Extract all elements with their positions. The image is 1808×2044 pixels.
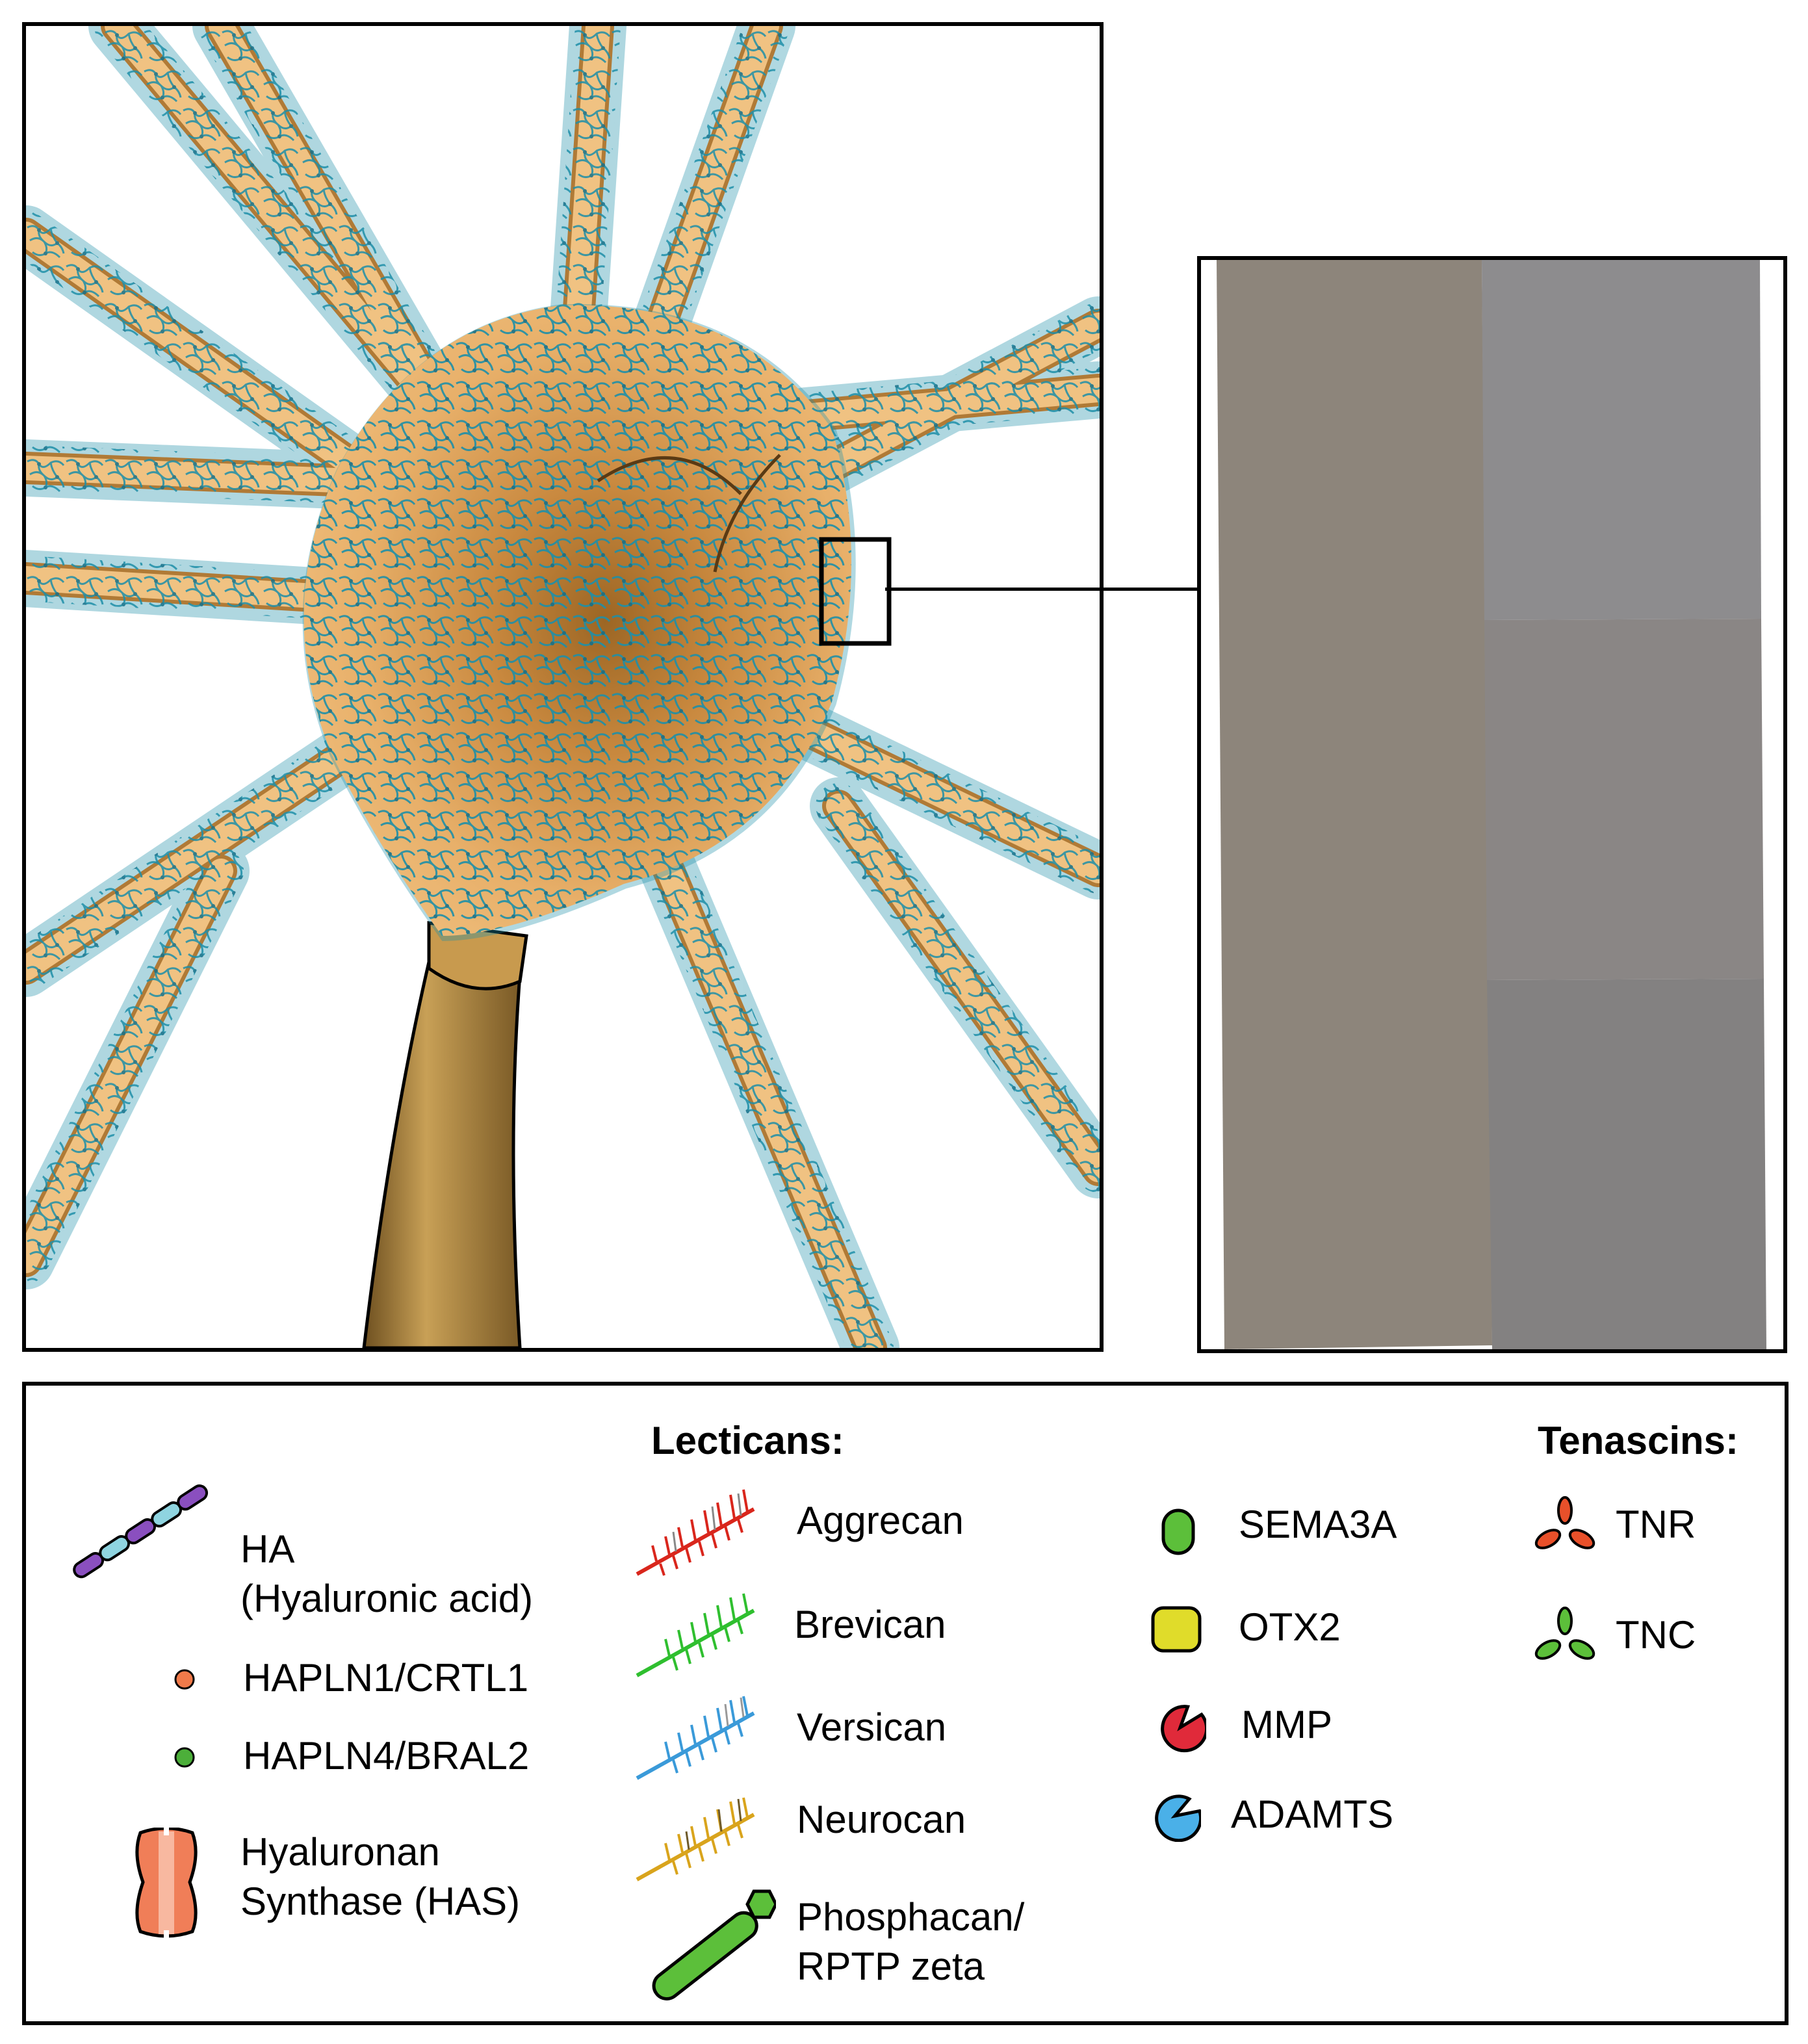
neuron-illustration (26, 26, 1100, 1348)
soma (302, 304, 856, 941)
hyaluronic-acid-icon (73, 1484, 209, 1579)
tnr-icon (1534, 1496, 1595, 1549)
zoom-connector-line (885, 588, 1200, 591)
legend-panel: HA (Hyaluronic acid) HAPLN1/CRTL1 HAPLN4… (22, 1382, 1789, 2025)
zoom-region-box (819, 537, 892, 646)
hapln4-dot-icon (174, 1747, 195, 1768)
brevican-label: Brevican (794, 1603, 946, 1646)
adamts-label: ADAMTS (1231, 1792, 1394, 1836)
neuron-illustration-panel (22, 22, 1104, 1352)
lecticans-header: Lecticans: (651, 1419, 844, 1462)
tenascins-header: Tenascins: (1538, 1419, 1738, 1462)
brevican-icon (636, 1593, 755, 1677)
sema3a-label: SEMA3A (1239, 1503, 1397, 1546)
has-label-full: Synthase (HAS) (240, 1880, 521, 1923)
adamts-icon (1155, 1794, 1201, 1842)
tnc-icon (1534, 1607, 1595, 1660)
otx2-icon (1151, 1606, 1202, 1653)
phosphacan-label: Phosphacan/ (797, 1895, 1025, 1939)
tnc-label: TNC (1616, 1613, 1696, 1657)
has-label: Hyaluronan (240, 1830, 440, 1874)
rptp-zeta-label: RPTP zeta (797, 1945, 985, 1988)
sema3a-icon (1161, 1508, 1195, 1555)
hyaluronan-synthase-icon (135, 1828, 198, 1938)
zoom-inset-image (1217, 260, 1766, 1349)
axon (362, 921, 528, 1348)
hapln4-label: HAPLN4/BRAL2 (243, 1734, 530, 1778)
mmp-icon (1161, 1705, 1206, 1753)
ha-label-full: (Hyaluronic acid) (240, 1577, 534, 1620)
aggrecan-label: Aggrecan (797, 1499, 964, 1542)
zoom-inset-panel (1197, 256, 1787, 1353)
aggrecan-icon (636, 1489, 755, 1576)
ha-label: HA (240, 1527, 295, 1571)
tnr-label: TNR (1616, 1503, 1696, 1546)
hapln1-dot-icon (174, 1669, 195, 1690)
mmp-label: MMP (1241, 1703, 1332, 1746)
hapln1-label: HAPLN1/CRTL1 (243, 1656, 529, 1700)
neurocan-label: Neurocan (797, 1798, 966, 1841)
phosphacan-icon (652, 1889, 776, 2000)
neurocan-icon (636, 1797, 755, 1882)
versican-icon (636, 1696, 755, 1780)
versican-label: Versican (797, 1705, 947, 1749)
otx2-label: OTX2 (1239, 1605, 1341, 1649)
